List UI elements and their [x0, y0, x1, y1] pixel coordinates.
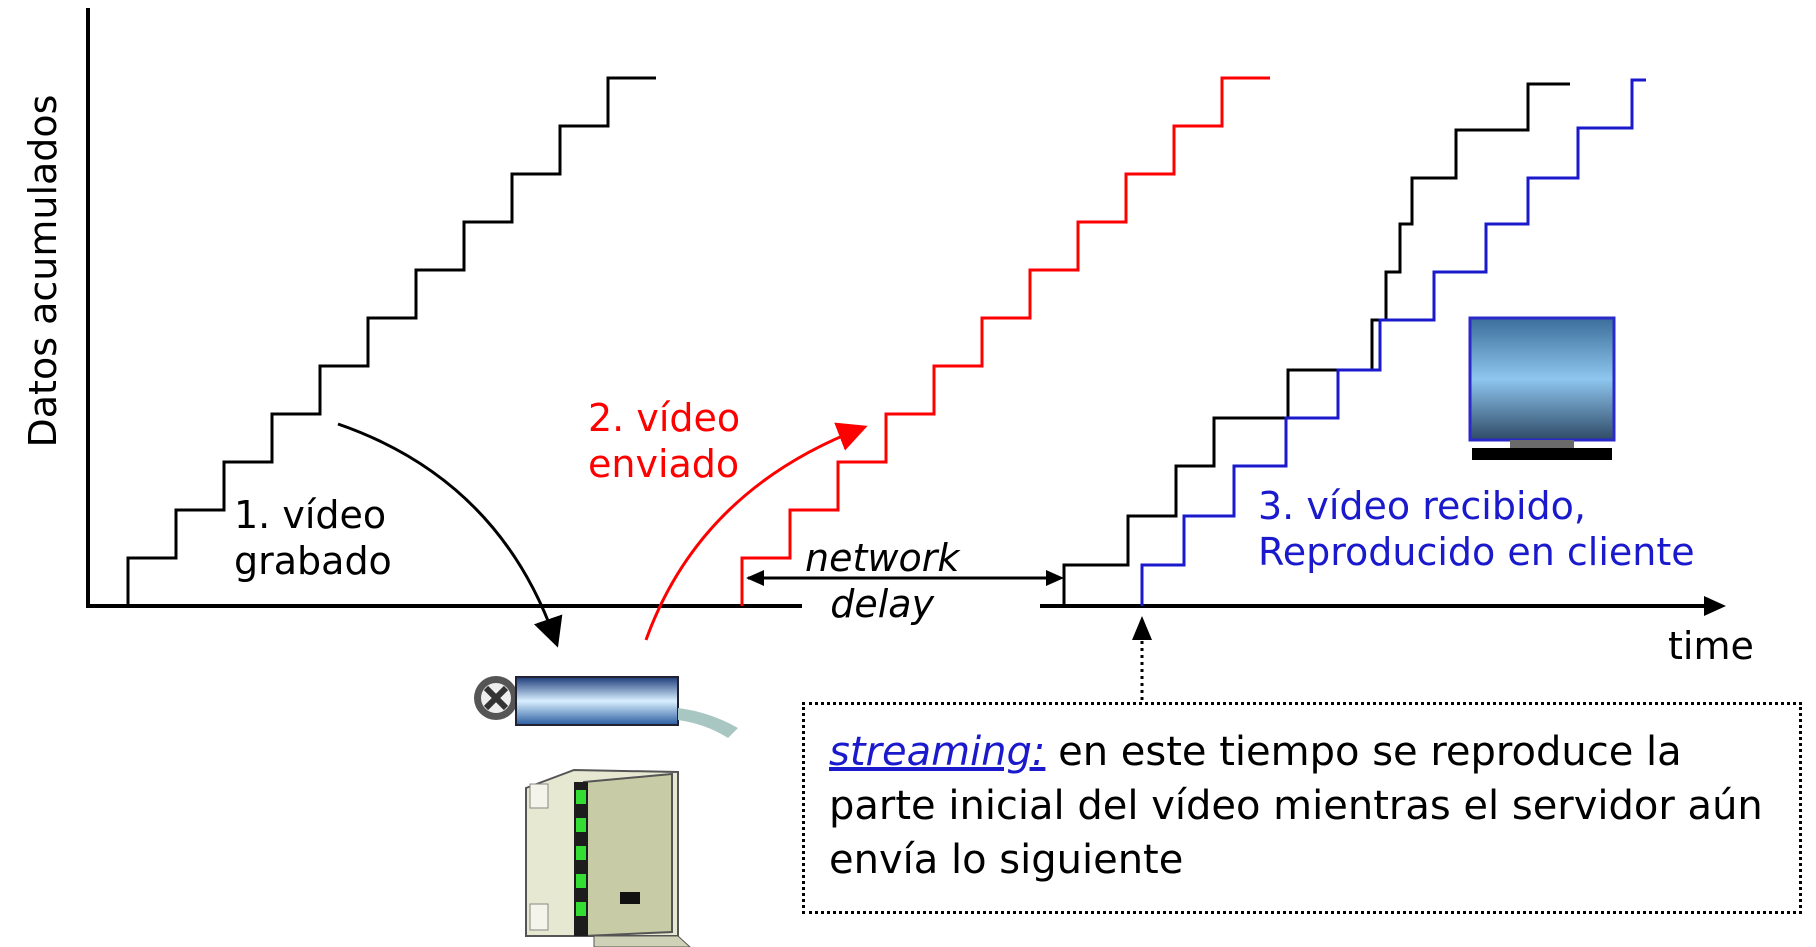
step1-label-line1: 1. vídeo: [234, 493, 387, 537]
x-axis: [86, 596, 1726, 616]
network-delay-line1: network: [805, 536, 960, 580]
x-axis-label: time: [1668, 624, 1754, 668]
y-axis-label: Datos acumulados: [21, 94, 65, 448]
streaming-note: streaming: en este tiempo se reproduce l…: [802, 702, 1802, 914]
x-axis-arrowhead: [1704, 596, 1726, 616]
monitor-icon: [1468, 316, 1616, 460]
server-icon: [525, 768, 691, 947]
playback-video-staircase: [1140, 78, 1646, 606]
step2-label-line2: enviado: [588, 442, 740, 486]
streaming-description: en este tiempo se reproduce la parte ini…: [829, 729, 1763, 883]
sent-video-staircase: [740, 76, 1270, 606]
film-reel-icon: [474, 676, 738, 738]
network-delay-label: network delay: [805, 535, 959, 627]
recorded-video-staircase: [126, 76, 656, 606]
streaming-term: streaming:: [829, 729, 1046, 775]
step2-label: 2. vídeo enviado: [588, 395, 740, 487]
server-send-arrow: [644, 422, 868, 641]
received-video-staircase: [1062, 82, 1570, 606]
step1-label: 1. vídeo grabado: [234, 492, 392, 584]
playback-start-arrowhead: [1132, 616, 1152, 640]
record-to-server-arrow: [337, 422, 563, 648]
network-delay-arrow: [746, 570, 1064, 586]
step3-label-line1: 3. vídeo recibido,: [1258, 484, 1586, 528]
step1-label-line2: grabado: [234, 539, 392, 583]
step2-label-line1: 2. vídeo: [588, 396, 741, 440]
network-delay-line2: delay: [830, 582, 935, 626]
step3-label: 3. vídeo recibido, Reproducido en client…: [1258, 483, 1695, 575]
step3-label-line2: Reproducido en cliente: [1258, 530, 1695, 574]
